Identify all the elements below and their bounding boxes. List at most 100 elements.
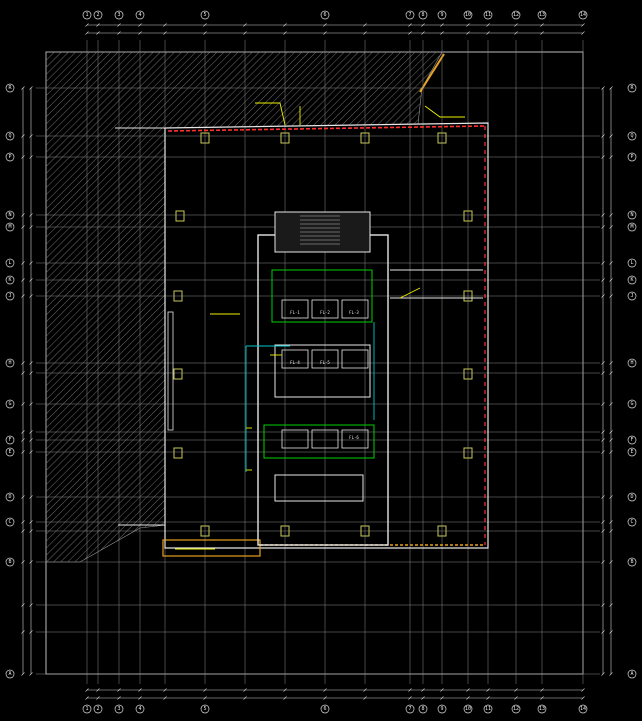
dim-tick: [21, 450, 25, 454]
elevator-car: [281, 299, 309, 319]
axis-bubble-label: F: [630, 437, 633, 443]
dim-tick: [440, 31, 444, 35]
dim-tick: [21, 603, 25, 607]
axis-bubble: [5, 210, 15, 220]
axis-bubble-label: 5: [203, 706, 206, 712]
dim-tick: [609, 213, 613, 217]
elevator-car: [341, 299, 369, 319]
dim-tick: [283, 31, 287, 35]
axis-grid: [36, 40, 600, 684]
axis-bubble: [627, 517, 637, 527]
dim-tick: [203, 23, 207, 27]
axis-bubble-label: C: [630, 519, 633, 525]
axis-bubble: [511, 704, 521, 714]
dim-tick: [163, 31, 167, 35]
dim-tick: [601, 430, 605, 434]
dim-tick: [540, 23, 544, 27]
axis-bubble-label: 5: [203, 12, 206, 18]
dim-tick: [283, 688, 287, 692]
axis-bubble-label: H: [630, 360, 633, 366]
dim-tick: [29, 278, 33, 282]
dim-tick: [85, 31, 89, 35]
dim-tick: [601, 560, 605, 564]
dim-tick: [601, 450, 605, 454]
dim-tick: [29, 134, 33, 138]
dim-tick: [29, 672, 33, 676]
dim-tick: [609, 261, 613, 265]
dim-tick: [466, 23, 470, 27]
axis-bubble: [82, 704, 92, 714]
dimension-lines: [21, 23, 613, 700]
dim-tick: [21, 520, 25, 524]
dim-tick: [21, 371, 25, 375]
axis-bubble-label: A: [630, 671, 633, 677]
dim-tick: [138, 23, 142, 27]
axis-bubble-label: K: [630, 277, 633, 283]
axis-bubble: [627, 258, 637, 268]
dim-tick: [601, 155, 605, 159]
dim-tick: [323, 23, 327, 27]
core-wall: [257, 234, 389, 546]
dim-tick: [609, 672, 613, 676]
dim-tick: [440, 696, 444, 700]
axis-bubble-label: 7: [408, 12, 411, 18]
axis-bubble-label: J: [8, 293, 11, 299]
column: [463, 368, 473, 380]
dim-tick: [601, 371, 605, 375]
axis-bubble: [537, 10, 547, 20]
axis-bubble: [627, 275, 637, 285]
axis-bubble-label: 1: [85, 706, 88, 712]
axis-bubble: [578, 10, 588, 20]
axis-bubble: [5, 222, 15, 232]
orange-edge: [419, 53, 445, 93]
column: [280, 132, 290, 144]
dim-tick: [601, 603, 605, 607]
axis-bubble-label: 3: [117, 706, 120, 712]
axis-bubble-label: 2: [96, 12, 99, 18]
dim-tick: [609, 603, 613, 607]
axis-bubble: [627, 210, 637, 220]
dim-tick: [117, 696, 121, 700]
axis-bubble: [135, 704, 145, 714]
axis-bubble: [578, 704, 588, 714]
axis-bubble: [418, 704, 428, 714]
dim-tick: [96, 23, 100, 27]
dim-tick: [363, 696, 367, 700]
axis-bubble-label: H: [8, 360, 11, 366]
room-label: FL-4: [290, 360, 300, 365]
column: [173, 447, 183, 459]
axis-bubble-label: 11: [485, 706, 491, 712]
dim-tick: [138, 696, 142, 700]
axis-bubble: [405, 704, 415, 714]
axis-bubble-label: 7: [408, 706, 411, 712]
dim-tick: [29, 520, 33, 524]
axis-bubble: [5, 492, 15, 502]
dim-tick: [29, 225, 33, 229]
axis-bubble-label: N: [8, 212, 11, 218]
elevator-car: [281, 429, 309, 449]
dim-tick: [29, 529, 33, 533]
dim-tick: [601, 294, 605, 298]
dim-tick: [440, 688, 444, 692]
axis-bubble: [418, 10, 428, 20]
dim-tick: [609, 402, 613, 406]
dim-tick: [514, 696, 518, 700]
dim-tick: [408, 696, 412, 700]
dim-tick: [29, 86, 33, 90]
dim-tick: [601, 520, 605, 524]
axis-bubble-label: R: [8, 85, 12, 91]
dim-tick: [29, 438, 33, 442]
axis-bubble-label: D: [630, 494, 633, 500]
axis-bubble: [5, 399, 15, 409]
elevator-bank-mid: [274, 344, 371, 398]
dim-tick: [29, 630, 33, 634]
axis-bubble-label: 4: [138, 706, 141, 712]
dim-tick: [243, 23, 247, 27]
axis-bubble-label: 11: [485, 12, 491, 18]
axis-bubble-label: M: [630, 224, 633, 230]
dim-tick: [581, 31, 585, 35]
dim-tick: [21, 402, 25, 406]
dim-tick: [323, 696, 327, 700]
service-room: [274, 474, 364, 502]
